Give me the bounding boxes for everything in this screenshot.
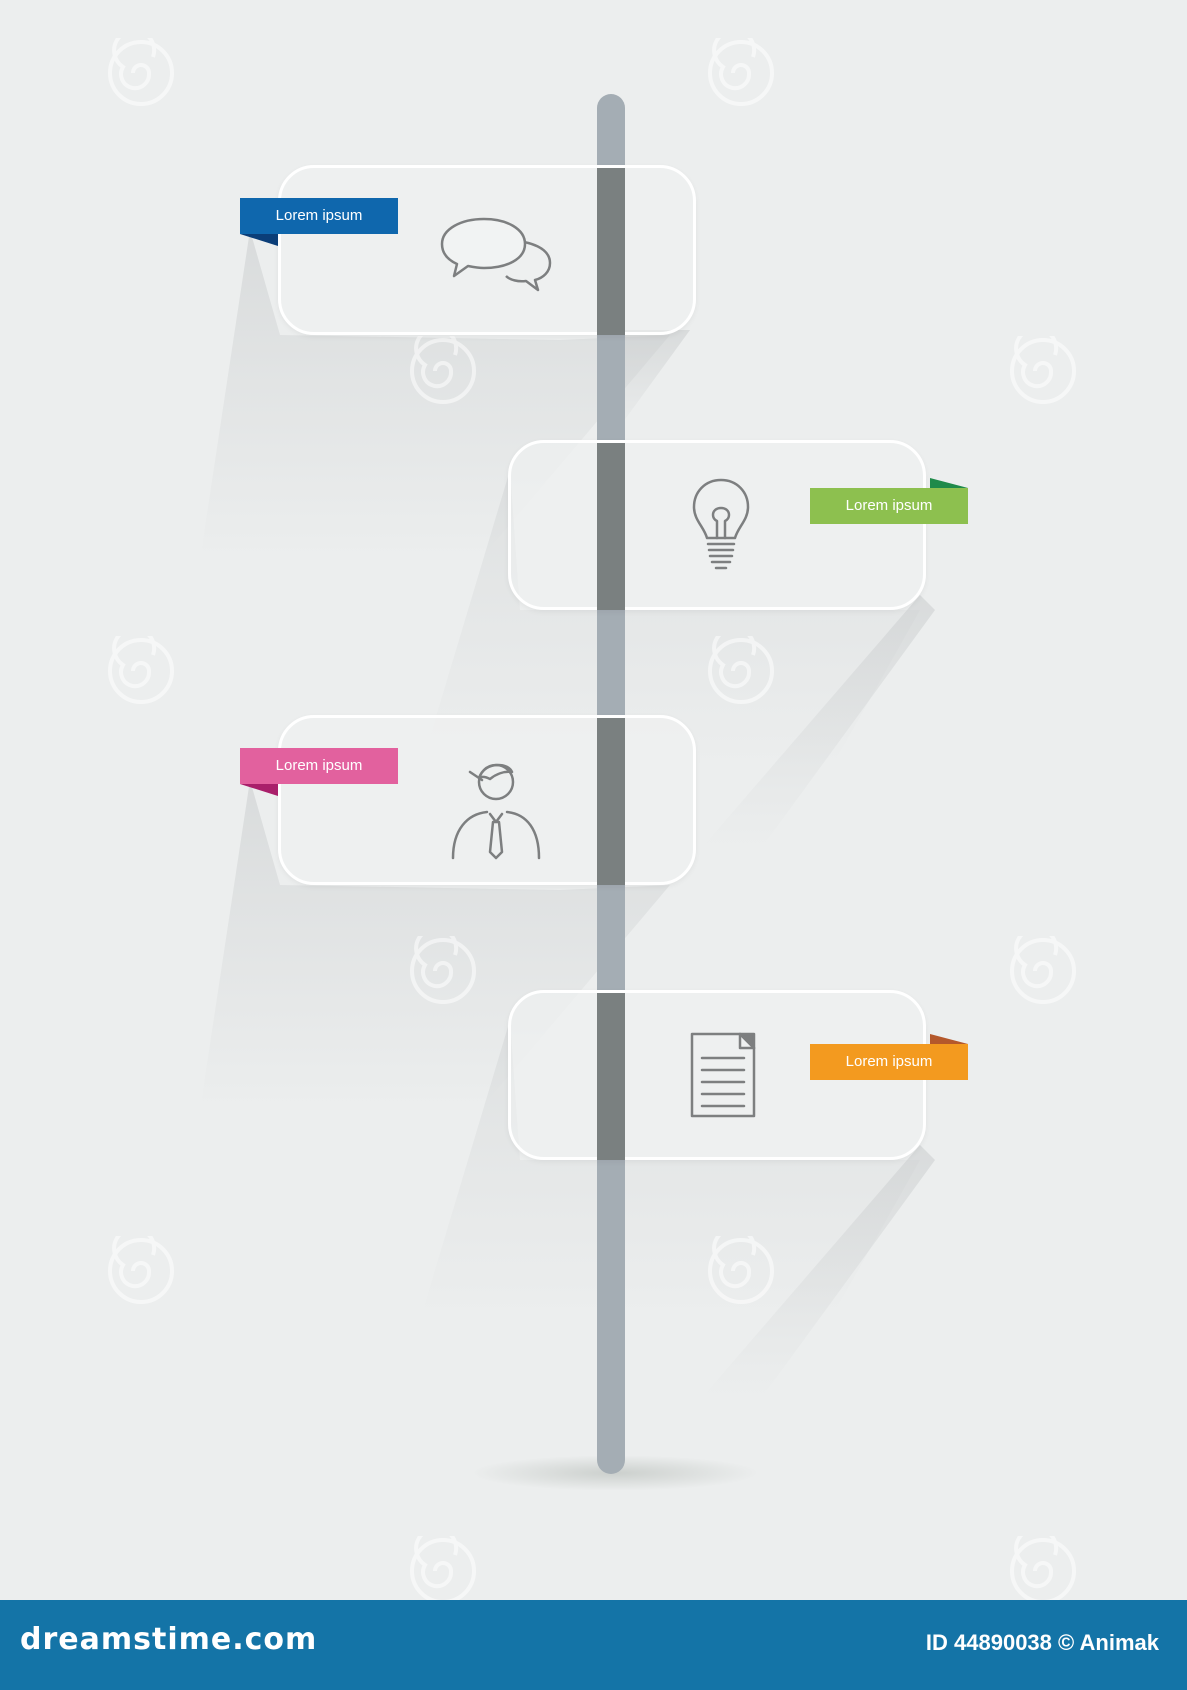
tag-fold-3: [240, 784, 278, 796]
step-label-4: Lorem ipsum: [810, 1044, 968, 1080]
watermark-spiral-icon: [708, 38, 774, 106]
watermark-spiral-icon: [410, 936, 476, 1004]
pole-segment-4: [597, 993, 625, 1160]
speech-bubbles-icon: [440, 217, 552, 292]
pole-segment-2: [597, 443, 625, 610]
watermark-spiral-icon: [108, 1236, 174, 1304]
watermark-spiral-icon: [108, 38, 174, 106]
watermark-spiral-icon: [410, 1536, 476, 1604]
tag-fold-1: [240, 234, 278, 246]
timeline-card-3: [278, 715, 696, 885]
shadow-step-2b: [700, 595, 935, 850]
watermark-spiral-icon: [708, 1236, 774, 1304]
pole-segment-3: [597, 718, 625, 885]
tag-fold-2: [930, 478, 968, 488]
step-label-2: Lorem ipsum: [810, 488, 968, 524]
footer-image-id: ID 44890038 © Animak: [925, 1630, 1159, 1655]
document-icon: [690, 1032, 756, 1118]
watermark-spiral-icon: [108, 636, 174, 704]
pole-segment-1: [597, 168, 625, 335]
step-label-3: Lorem ipsum: [240, 748, 398, 784]
watermark-spiral-icon: [1010, 336, 1076, 404]
watermark-spiral-icon: [708, 636, 774, 704]
businessman-icon: [451, 763, 541, 860]
watermark-spiral-icon: [1010, 936, 1076, 1004]
watermark-spiral-icon: [1010, 1536, 1076, 1604]
tag-fold-4: [930, 1034, 968, 1044]
step-label-1: Lorem ipsum: [240, 198, 398, 234]
timeline-infographic: Lorem ipsum Lorem ipsum Lorem ipsum: [108, 38, 1076, 1604]
watermark-spiral-icon: [410, 336, 476, 404]
footer-logo: dreamstime.com: [20, 1622, 318, 1657]
stock-footer-bar: dreamstime.com ID 44890038 © Animak: [0, 1600, 1187, 1690]
light-bulb-icon: [692, 478, 750, 570]
